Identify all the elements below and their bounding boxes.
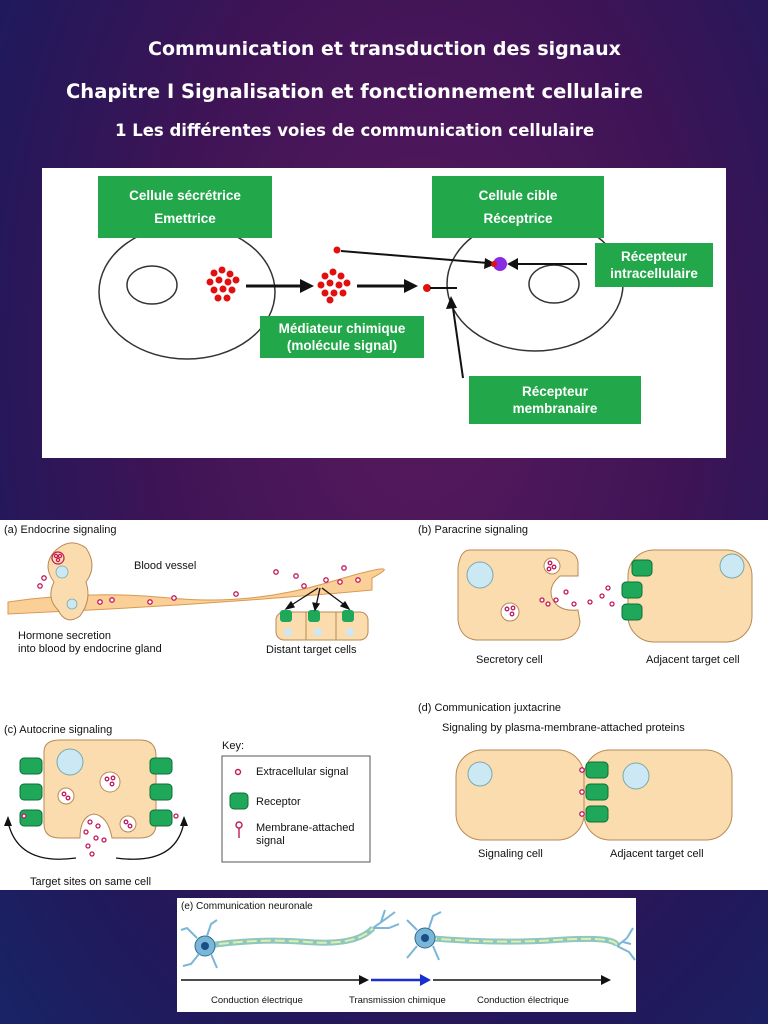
target-nucleus <box>528 264 580 304</box>
autocrine-arrows <box>7 821 185 860</box>
autocrine-signals <box>21 775 179 857</box>
signaling-types-panel: (a) Endocrine signaling Blood vessel Hor… <box>0 520 768 890</box>
juxtacrine-cells <box>455 749 733 841</box>
synapse-terminal-1 <box>372 909 400 929</box>
section-title: 1 Les différentes voies de communication… <box>115 121 595 140</box>
key-membrane-attached-2: signal <box>256 835 285 847</box>
mediator-cluster-inside <box>206 266 240 302</box>
blood-vessel-label: Blood vessel <box>134 560 197 572</box>
membrane-receptor-label: Récepteur membranaire <box>469 376 641 424</box>
key-receptor: Receptor <box>256 796 301 808</box>
top-diagram-svg <box>98 216 624 379</box>
juxtacrine-adjacent-caption: Adjacent target cell <box>610 848 704 860</box>
autocrine-title: (c) Autocrine signaling <box>4 724 113 736</box>
paracrine-signals <box>504 560 615 617</box>
chapter-title: Chapitre I Signalisation et fonctionneme… <box>66 80 643 103</box>
secretory-nucleus <box>126 265 178 305</box>
conduction-right-label: Conduction électrique <box>477 995 569 1006</box>
neuron-body-2 <box>406 911 442 961</box>
autocrine-cell <box>19 739 173 839</box>
main-title: Communication et transduction des signau… <box>148 38 621 60</box>
key-box <box>221 755 371 863</box>
distant-target-cells <box>275 610 369 641</box>
juxtacrine-subtitle: Signaling by plasma-membrane-attached pr… <box>442 722 685 734</box>
axon-1 <box>204 925 376 949</box>
hormone-secretion-label: Hormone secretion <box>18 630 111 642</box>
signaling-cell-caption: Signaling cell <box>478 848 543 860</box>
key-membrane-attached: Membrane-attached <box>256 822 355 834</box>
endocrine-title: (a) Endocrine signaling <box>4 524 117 536</box>
mediator-cluster-outside <box>317 268 351 304</box>
top-diagram-panel: Cellule sécrétrice Emettrice Cellule cib… <box>42 168 726 458</box>
hormone-vesicle <box>51 551 65 565</box>
neuron-body-1 <box>180 919 218 969</box>
chemical-mediator-label: Médiateur chimique (molécule signal) <box>260 316 424 358</box>
transmission-label: Transmission chimique <box>349 995 446 1006</box>
paracrine-title: (b) Paracrine signaling <box>418 524 529 536</box>
mediator-free <box>333 246 341 254</box>
target-sites-label: Target sites on same cell <box>30 876 152 888</box>
signaling-svg <box>4 542 753 863</box>
secretory-cell <box>98 224 276 360</box>
hormone-secretion-label-2: into blood by endocrine gland <box>18 643 162 655</box>
intracellular-receptor-icon <box>493 257 507 271</box>
paracrine-secretory-cell <box>457 549 581 641</box>
neuronal-panel: (e) Communication neuronale Conduction é… <box>177 898 636 1012</box>
target-cell-label: Cellule cible Réceptrice <box>432 176 604 238</box>
endocrine-gland <box>47 542 93 621</box>
key-extracellular: Extracellular signal <box>256 766 349 778</box>
conduction-left-label: Conduction électrique <box>211 995 303 1006</box>
synapse-terminal-2 <box>616 927 636 961</box>
intracellular-receptor-label: Récepteur intracellulaire <box>595 243 713 287</box>
neuronal-title: (e) Communication neuronale <box>181 901 313 912</box>
adjacent-target-caption: Adjacent target cell <box>646 654 740 666</box>
secretory-cell-caption: Secretory cell <box>476 654 543 666</box>
neuronal-svg <box>180 909 636 986</box>
paracrine-target-cell <box>621 549 753 643</box>
hormone-dots <box>37 565 361 605</box>
key-title: Key: <box>222 740 245 752</box>
distant-target-label: Distant target cells <box>266 644 357 656</box>
juxtacrine-title: (d) Communication juxtacrine <box>418 702 562 714</box>
secretory-cell-label: Cellule sécrétrice Emettrice <box>98 176 272 238</box>
